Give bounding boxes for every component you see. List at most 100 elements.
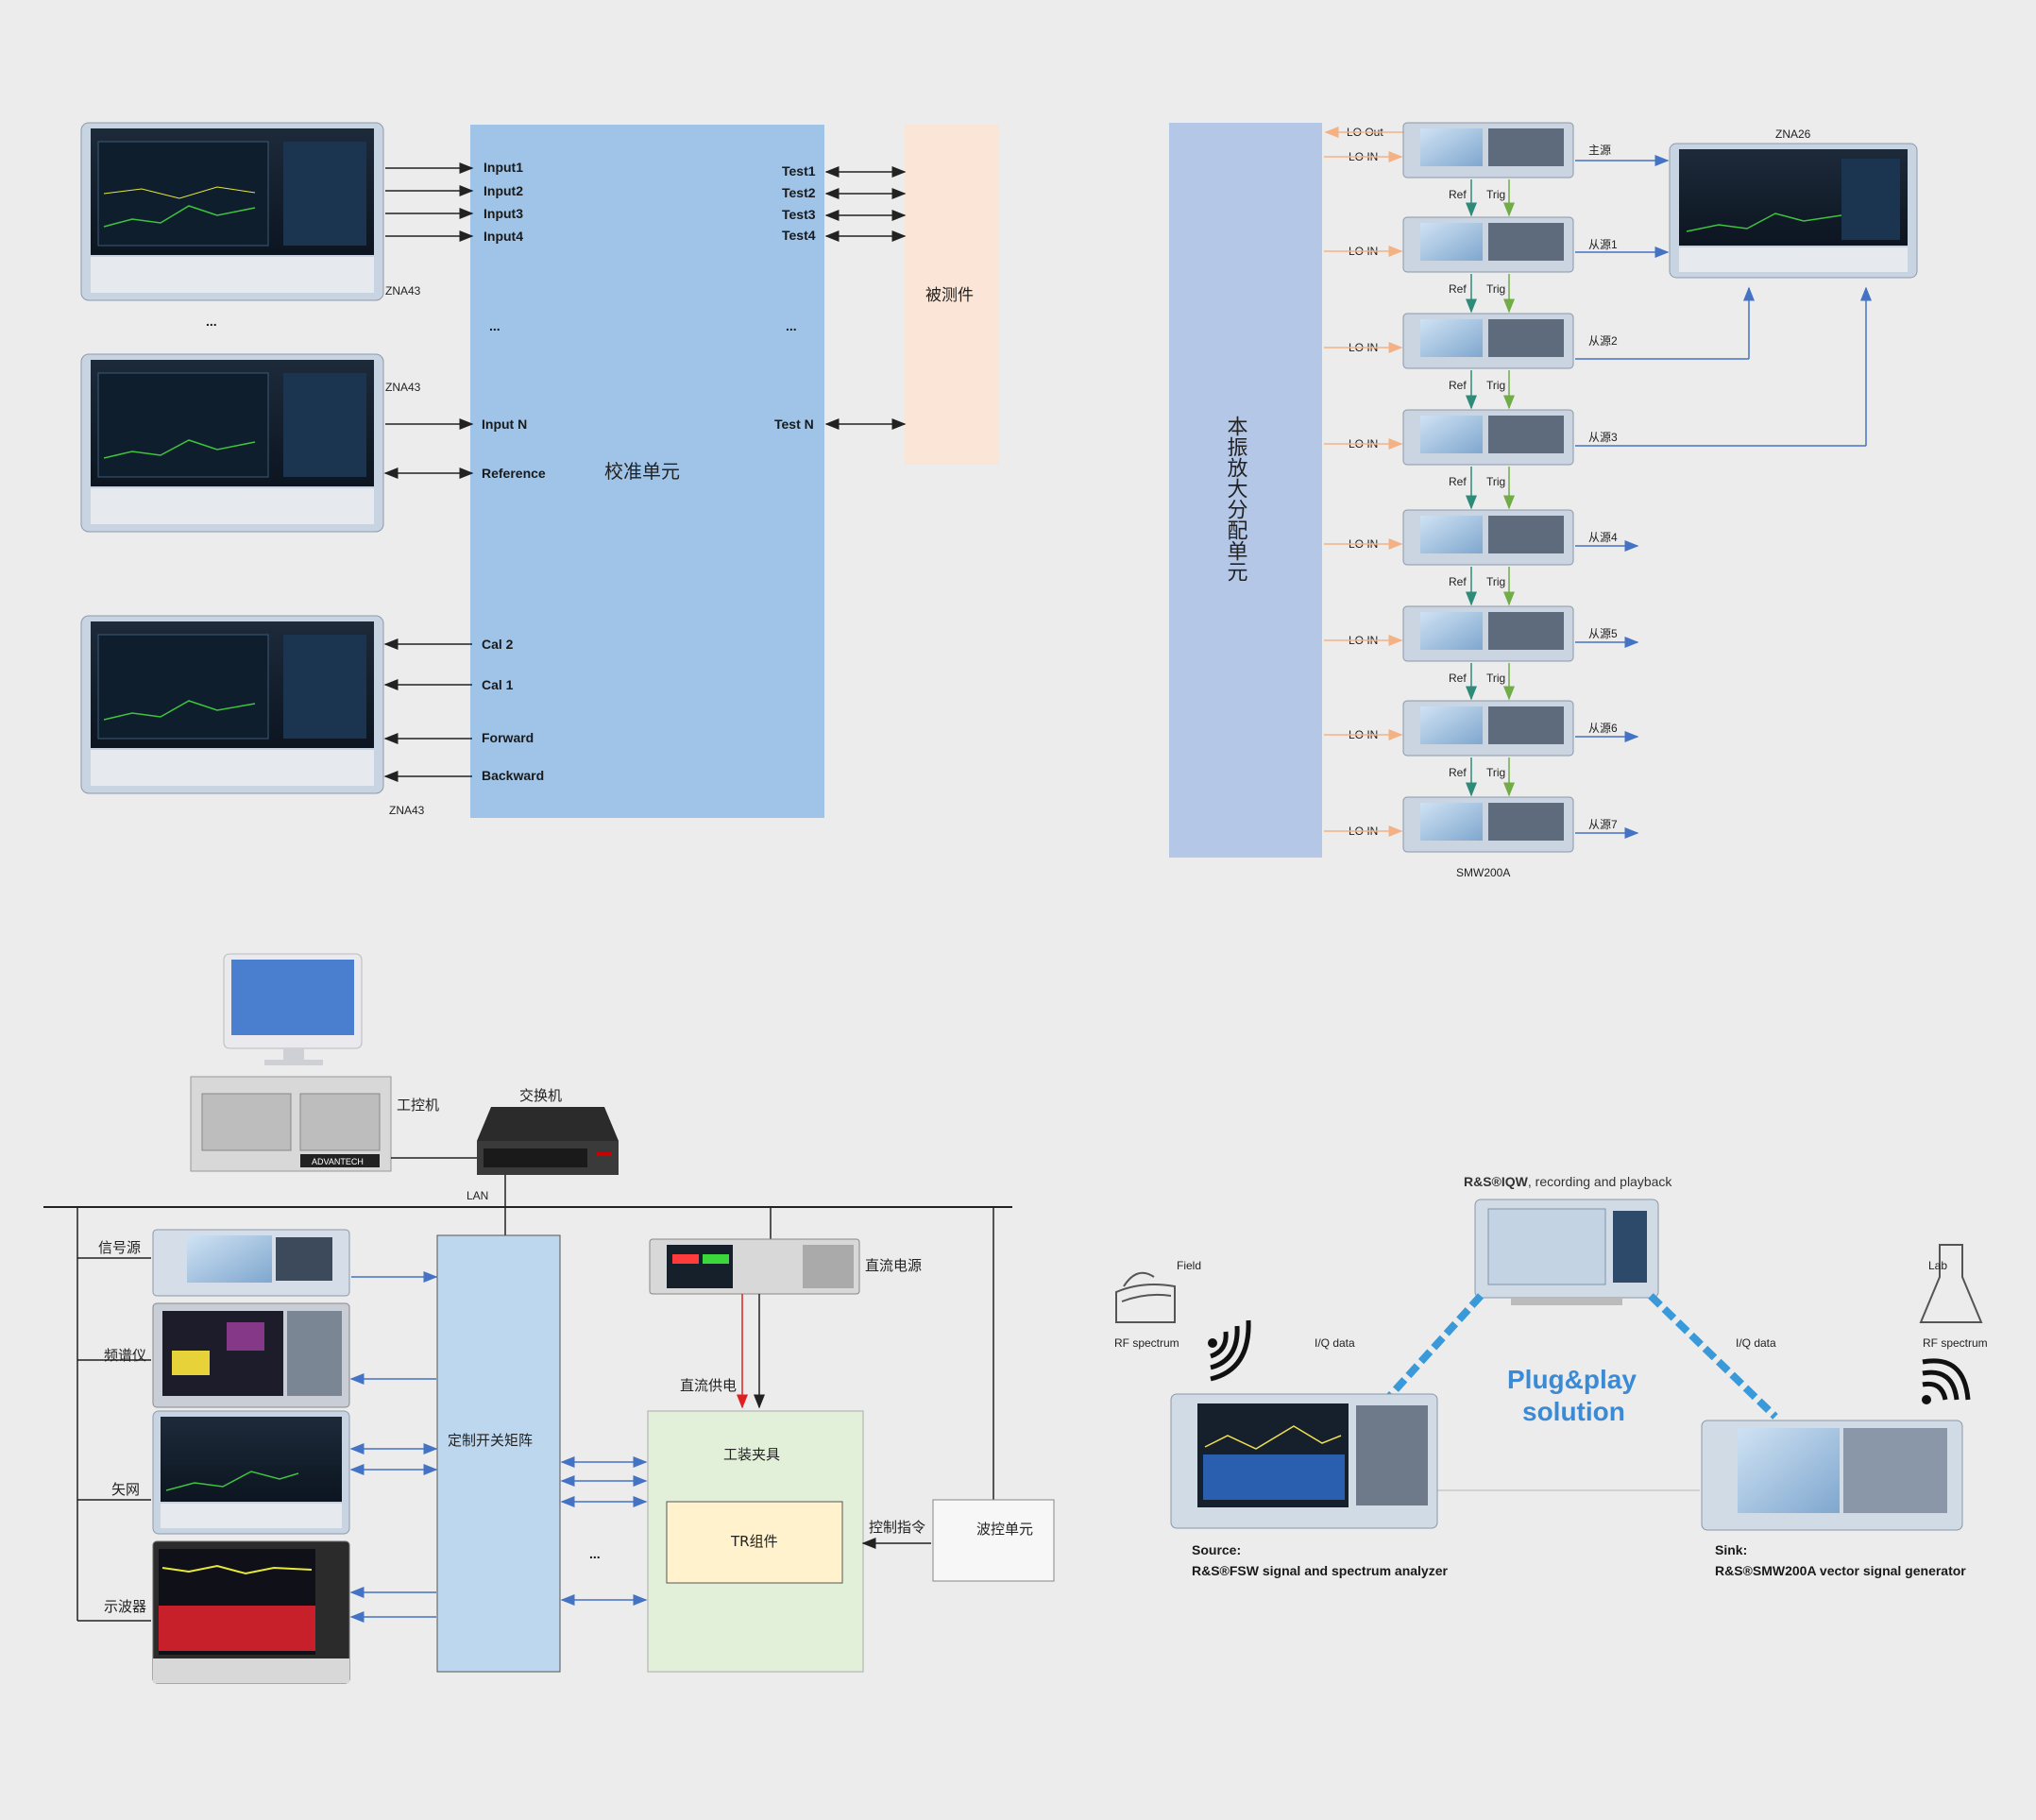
vna-2-label: ZNA43 bbox=[385, 381, 421, 394]
quadrant-iqw: R&S®IQW, recording and playback Plug&pla… bbox=[1114, 1174, 1988, 1578]
fsw-analyzer bbox=[1170, 1393, 1438, 1529]
calibration-unit-box bbox=[470, 125, 824, 818]
channel-ellipsis: ... bbox=[589, 1546, 601, 1561]
source-label-8: 从源7 bbox=[1588, 818, 1618, 831]
signal-waves-icon-left bbox=[1208, 1319, 1251, 1382]
lo-unit-box bbox=[1169, 123, 1322, 858]
instrument-vna-label: 矢网 bbox=[111, 1481, 140, 1498]
calibration-unit-label: 校准单元 bbox=[604, 460, 680, 483]
ipc-brand: ADVANTECH bbox=[312, 1157, 364, 1166]
port-forward: Forward bbox=[482, 730, 534, 745]
beam-control-label: 波控单元 bbox=[976, 1521, 1033, 1538]
trig-label-4: Trig bbox=[1486, 475, 1505, 488]
port-backward: Backward bbox=[482, 768, 544, 783]
port-input4: Input4 bbox=[484, 229, 523, 244]
vna-instrument-lab bbox=[152, 1410, 350, 1535]
lab-flask-icon bbox=[1919, 1244, 1983, 1323]
sink-title: Sink: bbox=[1715, 1542, 1747, 1557]
port-ellipsis-left: ... bbox=[489, 318, 501, 333]
ref-label-4: Ref bbox=[1449, 475, 1467, 488]
trig-label-2: Trig bbox=[1486, 282, 1505, 296]
source-label-3: 从源2 bbox=[1588, 334, 1618, 348]
generator-label: SMW200A bbox=[1456, 866, 1510, 879]
port-reference: Reference bbox=[482, 466, 546, 481]
sink-desc: R&S®SMW200A vector signal generator bbox=[1715, 1563, 1966, 1578]
rf-spectrum-right: RF spectrum bbox=[1923, 1336, 1988, 1350]
signal-source bbox=[152, 1229, 350, 1297]
center-line1: Plug&play bbox=[1507, 1365, 1637, 1394]
vna-1-label: ZNA43 bbox=[385, 284, 421, 298]
lab-label: Lab bbox=[1928, 1259, 1947, 1272]
port-test3: Test3 bbox=[782, 207, 816, 222]
dut-label: 被测件 bbox=[925, 286, 974, 305]
vna-instrument-2: ZNA43 bbox=[80, 353, 421, 533]
beam-control-box bbox=[932, 1499, 1055, 1582]
switch-matrix-box bbox=[436, 1234, 561, 1673]
trig-label-6: Trig bbox=[1486, 672, 1505, 685]
port-input3: Input3 bbox=[484, 206, 523, 221]
tr-box bbox=[666, 1501, 843, 1584]
network-switch bbox=[477, 1107, 619, 1175]
ref-label-7: Ref bbox=[1449, 766, 1467, 779]
source-label-5: 从源4 bbox=[1588, 531, 1618, 544]
center-line2: solution bbox=[1522, 1397, 1625, 1426]
control-cmd-label: 控制指令 bbox=[869, 1519, 925, 1536]
tr-label: TR组件 bbox=[730, 1533, 778, 1550]
quadrant-calibration: 校准单元 被测件 Input1 Input2 Input3 Input4 ...… bbox=[80, 122, 999, 818]
port-test-n: Test N bbox=[774, 417, 814, 432]
lo-unit-label: 本振放大分配单元 bbox=[1224, 416, 1248, 582]
port-input1: Input1 bbox=[484, 160, 523, 175]
vna-instrument-3: ZNA43 bbox=[80, 615, 425, 817]
ref-label-5: Ref bbox=[1449, 575, 1467, 588]
dc-power-supply bbox=[649, 1238, 860, 1295]
switch-label: 交换机 bbox=[519, 1087, 562, 1104]
port-input2: Input2 bbox=[484, 183, 523, 198]
instrument-signal-source-label: 信号源 bbox=[98, 1239, 141, 1256]
trig-label-7: Trig bbox=[1486, 766, 1505, 779]
monitor-icon bbox=[223, 953, 363, 1065]
fixture-label: 工装夹具 bbox=[723, 1446, 780, 1463]
oscilloscope bbox=[152, 1540, 350, 1684]
field-label: Field bbox=[1177, 1259, 1201, 1272]
trig-label-1: Trig bbox=[1486, 188, 1505, 201]
vna-instrument-1: ZNA43 bbox=[80, 122, 421, 301]
port-ellipsis-right: ... bbox=[786, 318, 797, 333]
ipc-label: 工控机 bbox=[397, 1097, 439, 1114]
instrument-scope-label: 示波器 bbox=[104, 1598, 146, 1615]
signal-waves-icon-right bbox=[1922, 1358, 1971, 1404]
port-input-n: Input N bbox=[482, 417, 527, 432]
port-test2: Test2 bbox=[782, 185, 816, 200]
dc-power-label: 直流电源 bbox=[865, 1257, 922, 1274]
ref-label-3: Ref bbox=[1449, 379, 1467, 392]
dut-box bbox=[905, 125, 999, 465]
vna-3-label: ZNA43 bbox=[389, 804, 425, 817]
port-cal1: Cal 1 bbox=[482, 677, 514, 692]
instrument-spectrum-label: 频谱仪 bbox=[104, 1347, 146, 1364]
dc-feed-label: 直流供电 bbox=[680, 1377, 737, 1394]
vna-ellipsis: ... bbox=[206, 314, 217, 329]
trig-label-5: Trig bbox=[1486, 575, 1505, 588]
trig-label-3: Trig bbox=[1486, 379, 1505, 392]
port-test1: Test1 bbox=[782, 163, 816, 179]
iq-right-label: I/Q data bbox=[1736, 1336, 1776, 1350]
quadrant-tr-test: ADVANTECH 工控机 交换机 LAN 信号源 频谱仪 矢网 示波器 bbox=[43, 953, 1055, 1684]
lan-label: LAN bbox=[467, 1189, 488, 1202]
source-desc: R&S®FSW signal and spectrum analyzer bbox=[1192, 1563, 1448, 1578]
iqw-device bbox=[1474, 1199, 1659, 1305]
ref-label-2: Ref bbox=[1449, 282, 1467, 296]
source-label-6: 从源5 bbox=[1588, 627, 1618, 640]
iq-left-label: I/Q data bbox=[1315, 1336, 1355, 1350]
vna-zna26-label: ZNA26 bbox=[1775, 128, 1811, 141]
ref-label-1: Ref bbox=[1449, 188, 1467, 201]
spectrum-analyzer bbox=[152, 1302, 350, 1408]
source-label-7: 从源6 bbox=[1588, 722, 1618, 735]
smw-generator bbox=[1701, 1420, 1963, 1531]
ref-label-6: Ref bbox=[1449, 672, 1467, 685]
port-test4: Test4 bbox=[782, 228, 816, 243]
source-label-4: 从源3 bbox=[1588, 431, 1618, 444]
switch-matrix-label: 定制开关矩阵 bbox=[448, 1432, 533, 1449]
field-icon bbox=[1115, 1271, 1176, 1323]
iqw-title: R&S®IQW, recording and playback bbox=[1464, 1174, 1672, 1189]
